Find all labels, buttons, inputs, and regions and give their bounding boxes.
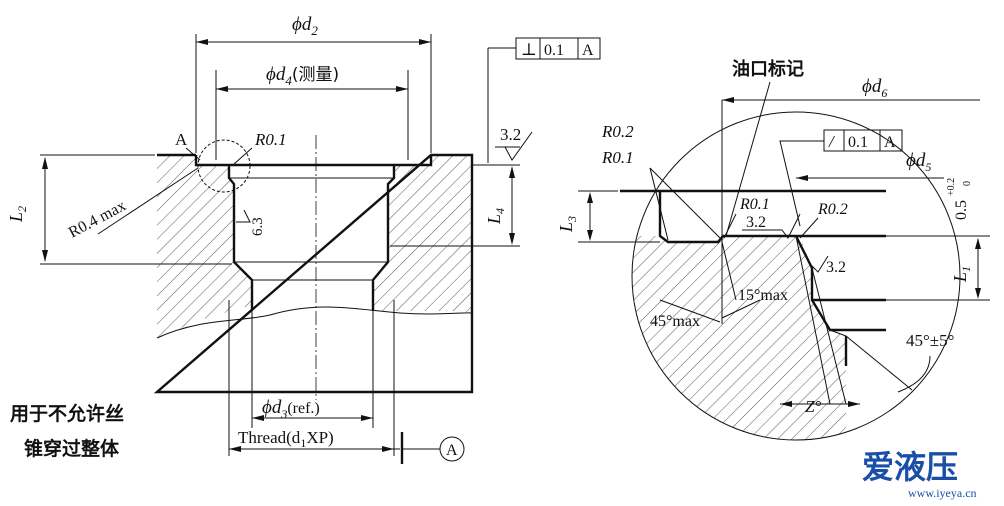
arrow-d5 xyxy=(796,175,808,181)
arrow-l2-top xyxy=(42,157,48,169)
label-oil-mark: 油口标记 xyxy=(732,58,804,80)
left-hatch-right xyxy=(373,155,472,313)
label-15max: 15°max xyxy=(738,287,788,304)
spot-face xyxy=(194,155,433,167)
leader-runout xyxy=(779,140,824,227)
leader-r04 xyxy=(97,167,199,235)
arrow-l3-bottom xyxy=(587,230,593,241)
line-z-right xyxy=(811,267,847,405)
arrow-l2-bottom xyxy=(42,250,48,262)
arrow-d4-left xyxy=(216,86,228,92)
leader-oil-mark xyxy=(725,81,771,237)
leader-15max xyxy=(721,299,761,319)
label-r01-a: R0.1 xyxy=(601,148,634,167)
arrow-d6 xyxy=(722,97,734,103)
detail-spot-face xyxy=(658,191,886,244)
label-d2: ϕd2 xyxy=(292,14,318,38)
arc-45 xyxy=(897,355,931,393)
arrow-d4-right xyxy=(396,86,408,92)
label-l2: L2 xyxy=(6,206,29,223)
svg-text:A: A xyxy=(884,134,896,151)
arrow-z-left xyxy=(780,401,792,407)
gdt-frame-runout: / 0.1 A xyxy=(823,129,903,152)
rough-symbol-63 xyxy=(236,209,251,223)
watermark-brand: 爱液压 xyxy=(862,448,958,486)
arrow-d3-left xyxy=(252,415,264,421)
label-datum-a: A xyxy=(446,442,458,459)
rough-symbol-32-b xyxy=(807,255,829,273)
left-body-outline xyxy=(153,153,474,394)
arrow-d2-right xyxy=(419,39,431,45)
label-thread: Thread(d1XP) xyxy=(238,428,334,450)
leader-r01-b xyxy=(723,213,737,239)
leader-a xyxy=(185,147,201,161)
svg-text:A: A xyxy=(582,42,594,59)
line-15-angle xyxy=(721,241,737,301)
label-tol-lower: 0 xyxy=(962,181,973,186)
label-d5: ϕd5 xyxy=(906,150,931,174)
svg-text:/: / xyxy=(828,132,836,151)
label-r02-a: R0.2 xyxy=(601,122,634,141)
arrow-l4-bottom xyxy=(509,233,515,245)
arrow-l3-top xyxy=(587,192,593,203)
arrow-l1-top xyxy=(975,238,981,249)
arrow-thread-right xyxy=(382,446,394,452)
svg-text:⊥: ⊥ xyxy=(521,40,537,59)
gdt-frame-perpendicular: ⊥ 0.1 A xyxy=(515,37,601,60)
detail-chamfer xyxy=(829,329,847,337)
detail-a-circle xyxy=(197,139,251,193)
arrow-d2-left xyxy=(196,39,208,45)
watermark: 爱液压 www.iyeya.cn xyxy=(862,448,977,500)
svg-text:0.1: 0.1 xyxy=(848,134,868,151)
line-z-left xyxy=(795,235,831,405)
leader-r01-left xyxy=(233,147,253,165)
label-l4: L4 xyxy=(484,208,507,225)
label-tol-upper: +0.2 xyxy=(946,178,957,196)
line-45-chamfer xyxy=(845,335,913,391)
arrow-d3-right xyxy=(361,415,373,421)
label-r01-b: R0.1 xyxy=(739,196,770,213)
arrow-thread-left xyxy=(229,446,241,452)
note-line-1: 用于不允许丝 xyxy=(10,402,124,425)
label-45max: 45°max xyxy=(650,313,700,330)
break-line xyxy=(156,306,473,339)
bore-profile xyxy=(227,165,254,310)
label-l3: L3 xyxy=(556,216,579,233)
watermark-url: www.iyeya.cn xyxy=(908,486,977,500)
label-l1: L1 xyxy=(950,266,973,283)
label-d4: ϕd4(测量) xyxy=(266,64,339,88)
label-rough-32: 3.2 xyxy=(500,125,521,144)
svg-text:0.1: 0.1 xyxy=(544,42,564,59)
rough-symbol-32-a xyxy=(742,213,801,239)
bore-profile-right xyxy=(371,165,396,311)
arrow-l4-top xyxy=(509,166,515,178)
label-detail-a: A xyxy=(175,130,188,149)
leader-r02-a xyxy=(649,167,721,239)
leader-r01-a xyxy=(649,167,669,241)
detail-circle xyxy=(631,111,961,441)
label-r02-b: R0.2 xyxy=(817,201,848,218)
rough-symbol-32 xyxy=(504,131,533,161)
label-rough-32-a: 3.2 xyxy=(746,214,766,231)
arrow-l1-bottom xyxy=(975,288,981,299)
right-detail-view: 油口标记 ϕd6 R0.2 R0.1 / 0.1 A ϕd5 xyxy=(556,58,990,441)
label-d6: ϕd6 xyxy=(862,76,887,100)
leader-45max xyxy=(659,299,721,323)
leader-r02-b xyxy=(799,217,819,239)
label-z: Z° xyxy=(805,397,821,416)
label-tol-main: 0.5 xyxy=(953,200,970,220)
detail-hatch xyxy=(632,236,846,440)
label-45pm5: 45°±5° xyxy=(906,331,954,350)
label-rough-63: 6.3 xyxy=(250,217,266,236)
note-line-2: 锥穿过整体 xyxy=(24,437,120,460)
left-hatch-left xyxy=(157,155,252,338)
left-section-view: ϕd2 ϕd4(测量) A R0.1 R0.4 max L2 L4 xyxy=(6,14,601,464)
label-rough-32-b: 3.2 xyxy=(826,259,846,276)
label-d3: ϕd3(ref.) xyxy=(262,397,320,421)
arrow-z-right xyxy=(848,401,860,407)
label-r01-left: R0.1 xyxy=(254,130,287,149)
datum-a-circle xyxy=(439,436,465,462)
